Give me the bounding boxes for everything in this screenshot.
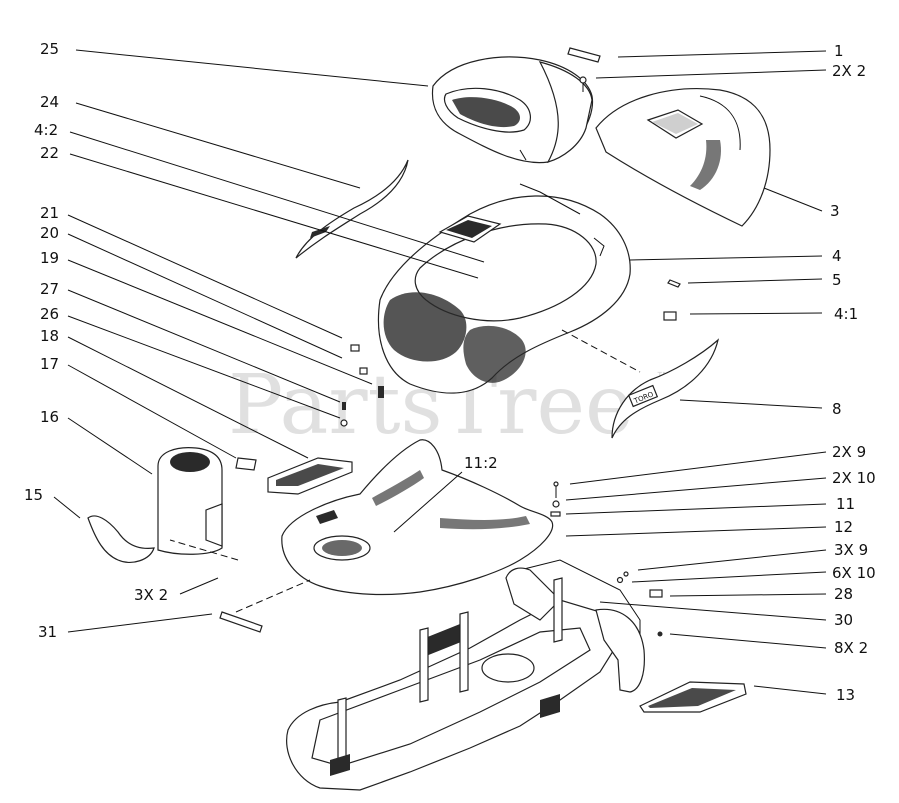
callout-20: 20 — [40, 224, 59, 242]
callout-5: 5 — [832, 271, 842, 289]
callout-1: 1 — [834, 42, 844, 60]
callout-4: 4 — [832, 247, 842, 265]
assembly-dashed-lines — [169, 329, 641, 613]
callout-8x2: 8X 2 — [834, 639, 868, 657]
right-hardware-group[interactable] — [616, 571, 663, 637]
callout-3: 3 — [830, 202, 840, 220]
callout-31: 31 — [38, 623, 57, 641]
callout-3x2: 3X 2 — [134, 586, 168, 604]
floor-mat-part-13[interactable] — [639, 681, 747, 713]
fender-part-11-2[interactable] — [281, 439, 554, 596]
part-1-strip[interactable] — [567, 47, 601, 63]
part-4-1-decal[interactable] — [663, 311, 677, 321]
callout-6x10: 6X 10 — [832, 564, 876, 582]
floor-mat-part-18[interactable] — [267, 457, 353, 495]
callout-26: 26 — [40, 305, 59, 323]
callout-13: 13 — [836, 686, 855, 704]
callout-3x9: 3X 9 — [834, 541, 868, 559]
callout-19: 19 — [40, 249, 59, 267]
callout-12: 12 — [834, 518, 853, 536]
callout-16: 16 — [40, 408, 59, 426]
seat-part-25[interactable] — [431, 56, 594, 164]
part-5-decal[interactable] — [667, 279, 681, 288]
callout-2x2: 2X 2 — [832, 62, 866, 80]
seat-base-part-3[interactable] — [595, 88, 771, 227]
callout-21: 21 — [40, 204, 59, 222]
callout-labels-left: 25 24 4:2 22 21 20 19 27 26 18 17 16 15 … — [24, 40, 498, 641]
callout-2x9: 2X 9 — [832, 443, 866, 461]
chassis-frame[interactable] — [286, 559, 645, 791]
small-parts-group[interactable] — [340, 344, 384, 427]
part-2-screw[interactable] — [579, 76, 587, 92]
callout-24: 24 — [40, 93, 59, 111]
callout-18: 18 — [40, 327, 59, 345]
leader-lines-right — [565, 50, 827, 695]
fender-hardware-group[interactable] — [550, 481, 561, 517]
callout-11: 11 — [836, 495, 855, 513]
callout-4-1: 4:1 — [834, 305, 858, 323]
callout-25: 25 — [40, 40, 59, 58]
hood-body-part-4[interactable] — [377, 183, 631, 394]
leader-lines-left — [53, 49, 485, 633]
callout-27: 27 — [40, 280, 59, 298]
part-31-strip[interactable] — [219, 611, 263, 633]
cup-holder-part-16[interactable] — [157, 447, 223, 555]
callout-15: 15 — [24, 486, 43, 504]
callout-22: 22 — [40, 144, 59, 162]
part-17-plate[interactable] — [235, 457, 257, 471]
callout-labels-right: 1 2X 2 3 4 5 4:1 8 2X 9 2X 10 11 12 3X 9… — [830, 42, 876, 704]
decal-part-8[interactable]: TORO — [611, 338, 720, 439]
callout-4-2: 4:2 — [34, 121, 58, 139]
callout-8: 8 — [832, 400, 842, 418]
callout-11-2: 11:2 — [464, 454, 498, 472]
part-15-holder[interactable] — [87, 515, 155, 563]
decal-part-24[interactable] — [295, 159, 409, 259]
callout-28: 28 — [834, 585, 853, 603]
callout-17: 17 — [40, 355, 59, 373]
callout-30: 30 — [834, 611, 853, 629]
callout-2x10: 2X 10 — [832, 469, 876, 487]
